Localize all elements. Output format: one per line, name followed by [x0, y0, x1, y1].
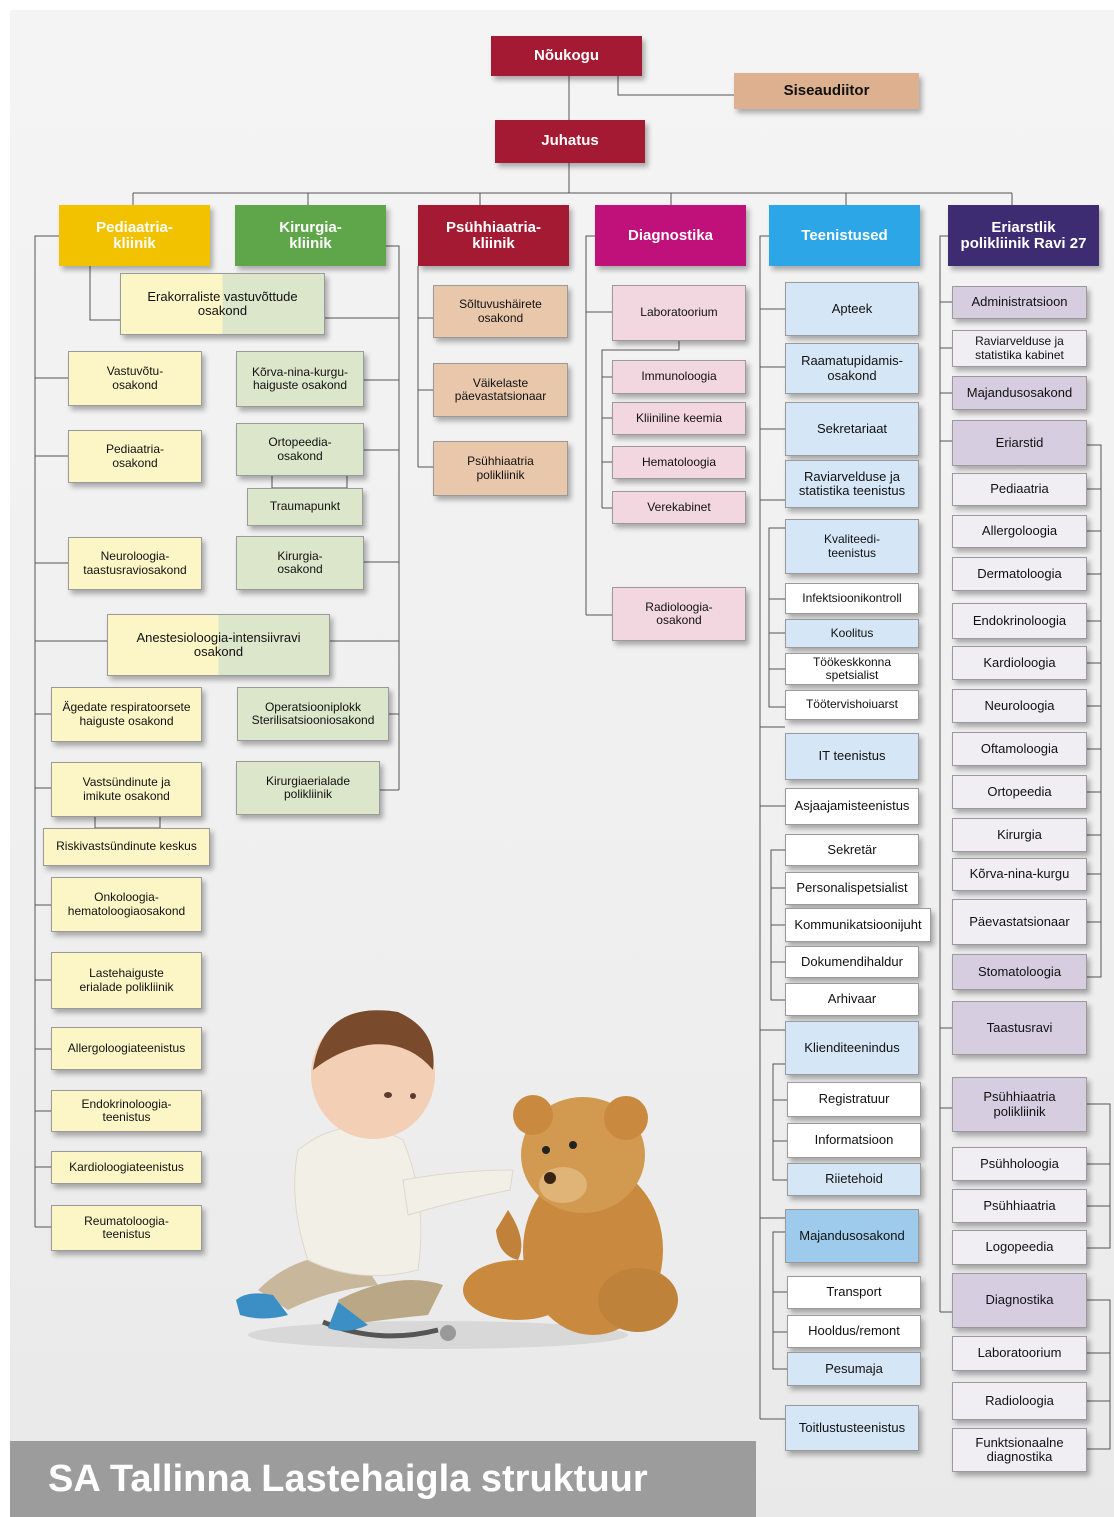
eri-item: Raviarvelduse ja statistika kabinet	[952, 330, 1087, 367]
ten-item: Arhivaar	[785, 983, 919, 1016]
ten-item: IT teenistus	[785, 733, 919, 780]
ten-item: Sekretär	[785, 834, 919, 866]
anestesioloogia-osakond: Anestesioloogia-intensiivravi osakond	[107, 614, 330, 676]
ped-item: Allergoloogiateenistus	[51, 1027, 202, 1070]
ten-item: Kvaliteedi- teenistus	[785, 519, 919, 574]
dia-item: Verekabinet	[612, 491, 746, 524]
head-eriarstlik: Eriarstlik polikliinik Ravi 27	[948, 205, 1099, 266]
ten-item: Infektsioonikontroll	[785, 583, 919, 614]
kir-item: Operatsiooniplokk Sterilisatsiooniosakon…	[237, 687, 389, 741]
eri-item: Eriarstid	[952, 420, 1087, 466]
psy-item: Sõltuvushäirete osakond	[433, 285, 568, 338]
eri-item: Majandusosakond	[952, 376, 1087, 410]
ten-item: Majandusosakond	[785, 1209, 919, 1263]
eri-item: Taastusravi	[952, 1001, 1087, 1055]
ped-item: Reumatoloogia- teenistus	[51, 1205, 202, 1251]
ten-item: Registratuur	[787, 1082, 921, 1117]
head-diagnostika: Diagnostika	[595, 205, 746, 266]
erakorraliste-osakond: Erakorraliste vastuvõttude osakond	[120, 273, 325, 335]
ped-item: Neuroloogia- taastusraviosakond	[68, 537, 202, 590]
eri-item: Kardioloogia	[952, 646, 1087, 680]
ten-item: Sekretariaat	[785, 402, 919, 456]
eri-item: Administratsioon	[952, 286, 1087, 319]
eri-item: Neuroloogia	[952, 689, 1087, 723]
eri-item: Stomatoloogia	[952, 954, 1087, 990]
ped-item: Kardioloogiateenistus	[51, 1151, 202, 1184]
eri-item: Pediaatria	[952, 473, 1087, 506]
ten-item: Raamatupidamis- osakond	[785, 343, 919, 394]
eri-item: Funktsionaalne diagnostika	[952, 1428, 1087, 1472]
eri-item: Laboratoorium	[952, 1336, 1087, 1371]
ten-item: Kommunikatsioonijuht	[785, 908, 931, 942]
ped-item: Pediaatria- osakond	[68, 430, 202, 483]
eri-item: Kõrva-nina-kurgu	[952, 858, 1087, 891]
eri-item: Allergoloogia	[952, 515, 1087, 548]
ten-item: Asjaajamisteenistus	[785, 788, 919, 825]
ten-item: Klienditeenindus	[785, 1021, 919, 1075]
eri-item: Päevastatsionaar	[952, 899, 1087, 945]
dia-item: Immunoloogia	[612, 360, 746, 394]
eri-item: Endokrinoloogia	[952, 603, 1087, 639]
dia-item: Hematoloogia	[612, 446, 746, 479]
dia-item: Radioloogia- osakond	[612, 587, 746, 641]
eri-item: Oftamoloogia	[952, 732, 1087, 766]
dia-item: Kliiniline keemia	[612, 402, 746, 435]
ped-item: Endokrinoloogia- teenistus	[51, 1090, 202, 1132]
eri-item: Psühholoogia	[952, 1147, 1087, 1181]
head-pediaatria: Pediaatria- kliinik	[59, 205, 210, 266]
ped-item: Vastsündinute ja imikute osakond	[51, 762, 202, 817]
ped-item: Vastuvõtu- osakond	[68, 351, 202, 406]
juhatus-box: Juhatus	[495, 120, 645, 163]
ten-item: Transport	[787, 1276, 921, 1309]
kir-item: Kirurgia- osakond	[236, 536, 364, 590]
eri-item: Diagnostika	[952, 1273, 1087, 1328]
psy-item: Psühhiaatria polikliinik	[433, 441, 568, 496]
ten-item: Raviarvelduse ja statistika teenistus	[785, 460, 919, 508]
ped-item: Onkoloogia- hematoloogiaosakond	[51, 877, 202, 932]
eri-item: Dermatoloogia	[952, 557, 1087, 591]
eri-item: Ortopeedia	[952, 775, 1087, 809]
ped-item: Lastehaiguste erialade polikliinik	[51, 952, 202, 1009]
ten-item: Töötervishoiuarst	[785, 690, 919, 720]
kir-item: Kõrva-nina-kurgu- haiguste osakond	[236, 351, 364, 407]
ten-item: Apteek	[785, 282, 919, 336]
noukogu-box: Nõukogu	[491, 36, 642, 76]
ten-item: Pesumaja	[787, 1352, 921, 1386]
kir-item: Ortopeedia- osakond	[236, 423, 364, 476]
kir-item: Traumapunkt	[247, 488, 363, 526]
eri-item: Kirurgia	[952, 818, 1087, 852]
ten-item: Toitlustusteenistus	[785, 1405, 919, 1451]
dia-item: Laboratoorium	[612, 285, 746, 341]
eri-item: Logopeedia	[952, 1230, 1087, 1265]
eri-item: Psühhiaatria polikliinik	[952, 1077, 1087, 1132]
ten-item: Dokumendihaldur	[785, 946, 919, 978]
head-psuhhiaatria: Psühhiaatria- kliinik	[418, 205, 569, 266]
eri-item: Radioloogia	[952, 1382, 1087, 1420]
ten-item: Personalispetsialist	[785, 872, 919, 905]
ped-item: Riskivastsündinute keskus	[43, 828, 210, 866]
ten-item: Riietehoid	[787, 1163, 921, 1196]
page-title: SA Tallinna Lastehaigla struktuur	[10, 1441, 756, 1517]
ten-item: Informatsioon	[787, 1123, 921, 1158]
kir-item: Kirurgiaerialade polikliinik	[236, 761, 380, 815]
ten-item: Hooldus/remont	[787, 1315, 921, 1348]
eri-item: Psühhiaatria	[952, 1189, 1087, 1223]
child-with-teddy-bear-illustration	[236, 1010, 678, 1349]
ten-item: Töökeskkonna spetsialist	[785, 653, 919, 685]
head-kirurgia: Kirurgia- kliinik	[235, 205, 386, 266]
siseaudiitor-box: Siseaudiitor	[734, 73, 919, 109]
ped-item: Ägedate respiratoorsete haiguste osakond	[51, 687, 202, 742]
head-teenistused: Teenistused	[769, 205, 920, 266]
ten-item: Koolitus	[785, 619, 919, 648]
psy-item: Väikelaste päevastatsionaar	[433, 363, 568, 417]
